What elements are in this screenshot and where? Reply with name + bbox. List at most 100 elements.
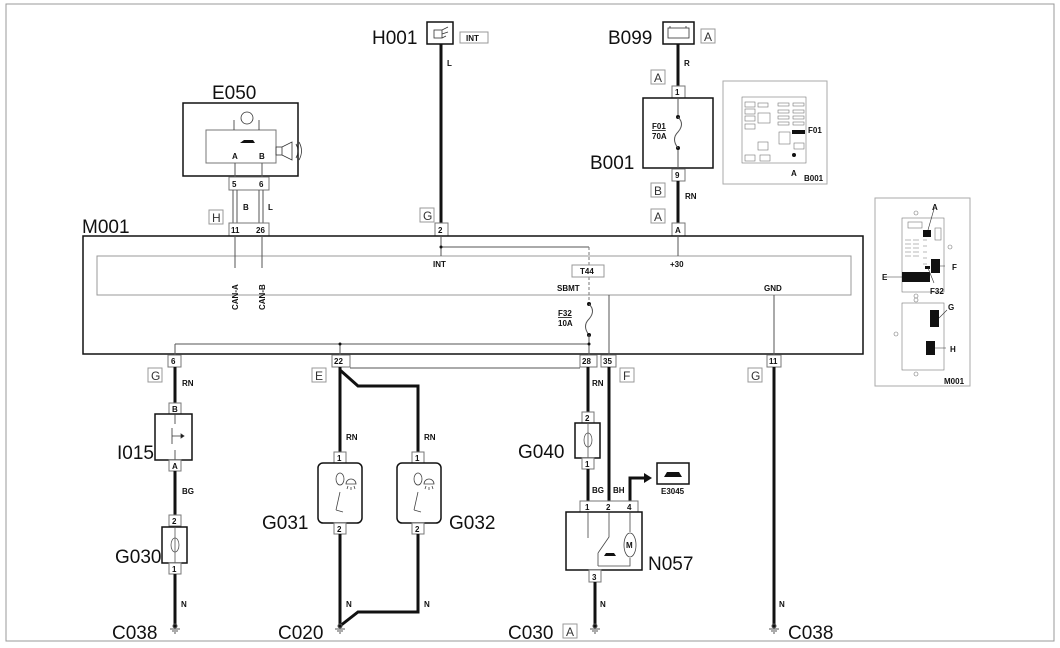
- m001-a-connector-label: A: [654, 210, 662, 224]
- e050-connector-5-6: [228, 176, 270, 191]
- m001-location-inset[interactable]: A F E F32 G H M001: [874, 197, 971, 387]
- i015-label: I015: [117, 443, 154, 464]
- alarm-sensor-icon: [233, 111, 260, 130]
- e3045-link-wire: [628, 476, 645, 501]
- conn-g-left-label: G: [151, 369, 160, 383]
- gnd-label: GND: [764, 284, 782, 293]
- e3045-label: E3045: [661, 487, 685, 496]
- junction-dot: [439, 245, 443, 249]
- m001-can-lines: [234, 236, 263, 268]
- body-computer-icon: [893, 210, 953, 377]
- car-icon: [604, 553, 616, 556]
- pin-22-number: 22: [334, 357, 343, 366]
- g032-pin-1-number: 1: [415, 454, 420, 463]
- g040-pin-2-number: 2: [585, 414, 590, 423]
- b099-label: B099: [608, 28, 652, 49]
- siren-icon: [275, 141, 302, 161]
- conn-g-right-label: G: [751, 369, 760, 383]
- battery-icon: [667, 26, 690, 39]
- wire-color: N: [779, 600, 785, 609]
- g031-label: G031: [262, 513, 308, 534]
- junction-dot: [587, 342, 591, 346]
- conn-e-tag: [311, 367, 327, 383]
- h001-int-tag: [459, 31, 489, 44]
- courtesy-lamp-icon: [413, 472, 435, 513]
- ground-icon: [170, 623, 180, 634]
- connector-g-marker: [930, 310, 939, 327]
- fuse-f32-icon: [585, 303, 593, 336]
- inset-m001-title: M001: [944, 377, 965, 386]
- b001-component[interactable]: A 1 F01 70A B001 9 B RN A A: [590, 69, 714, 237]
- inset-f-label: F: [952, 263, 957, 272]
- inset-h-label: H: [950, 345, 956, 354]
- h001-box: [426, 21, 454, 45]
- car-icon: [664, 472, 682, 477]
- connector-a-marker: [923, 230, 931, 237]
- wire-color: RN: [346, 433, 358, 442]
- fuse-f01-rating: 70A: [652, 132, 667, 141]
- can-bus-wires: [232, 190, 264, 223]
- h001-connector-label: G: [423, 209, 432, 223]
- b099-tag-label: A: [704, 30, 712, 44]
- e050-box: [182, 102, 299, 177]
- plus30-label: +30: [670, 260, 684, 269]
- wire: [338, 367, 420, 453]
- pin-35-number: 35: [603, 357, 612, 366]
- can-a-label: CAN-A: [231, 284, 240, 310]
- conn-g-right-tag: [747, 367, 763, 383]
- lamp-icon: [170, 527, 180, 563]
- e050-pin-5: 5: [232, 180, 237, 189]
- g031-g032-branch[interactable]: RN RN 1 1 G031 G032 2 2 N N C020: [262, 367, 495, 644]
- fuse-f32-name: F32: [558, 309, 572, 318]
- ground-icon: [590, 623, 600, 634]
- g040-n057-branch[interactable]: RN 2 G040 1 BG BH E3045 1 2 4 M N057 3 N…: [508, 367, 693, 644]
- t44-box: [571, 264, 605, 278]
- ground-c020-label: C020: [278, 623, 323, 644]
- e050-internal-wires: [234, 163, 263, 177]
- inset-b001-title: B001: [804, 174, 824, 183]
- g031-pin-1-number: 1: [337, 454, 342, 463]
- g030-label: G030: [115, 547, 161, 568]
- i015-box: [154, 413, 193, 461]
- h001-int-label: INT: [466, 34, 479, 43]
- fuse-f01-name: F01: [652, 122, 666, 131]
- conn-e-label: E: [315, 369, 323, 383]
- m001-component[interactable]: M001 CAN-A CAN-B INT T44 SBMT F32 10A +3…: [82, 217, 864, 355]
- h001-component[interactable]: H001 INT L G 2: [372, 21, 489, 237]
- i015-pin-a-label: A: [172, 462, 178, 471]
- inset-f32-label: F32: [930, 287, 944, 296]
- wire-color: RN: [424, 433, 436, 442]
- diagram-border: [5, 3, 1055, 642]
- fuse-f01-icon: [674, 116, 682, 149]
- connector-f-marker: [931, 259, 940, 273]
- wire-color-b: B: [243, 203, 249, 212]
- door-switch-icon: [171, 414, 185, 460]
- courtesy-lamp-icon: [335, 472, 357, 513]
- m001-pin-11: 11: [231, 226, 240, 235]
- m001-pin-26: 26: [256, 226, 265, 235]
- e050-component[interactable]: E050 A B 5 6 B L H 11 26: [182, 83, 302, 237]
- arrow-icon: [644, 473, 652, 483]
- wire-color: N: [346, 600, 352, 609]
- g040-box: [574, 422, 601, 459]
- b099-tag: [700, 28, 716, 44]
- m001-inner-box: [96, 255, 852, 296]
- wire-color-l: L: [268, 203, 273, 212]
- n057-label: N057: [648, 554, 693, 575]
- b001-location-inset[interactable]: F01 A B001: [722, 80, 828, 185]
- c030-tag-label: A: [566, 625, 574, 639]
- ground-c030-label: C030: [508, 623, 553, 644]
- i015-g030-branch[interactable]: RN B I015 A BG 2 G030 1 N C038: [112, 367, 194, 644]
- wire-color: RN: [182, 379, 194, 388]
- b099-component[interactable]: B099 A R: [608, 21, 716, 87]
- inset-frame: [722, 80, 828, 185]
- h001-label: H001: [372, 28, 417, 49]
- inset-a-label: A: [791, 169, 797, 178]
- inset-f01-label: F01: [808, 126, 822, 135]
- ground-c038-left-label: C038: [112, 623, 157, 644]
- n057-pin-2: 2: [606, 503, 611, 512]
- g040-pin-1-number: 1: [585, 460, 590, 469]
- gnd-branch[interactable]: N C038: [769, 367, 833, 644]
- t44-label: T44: [580, 267, 594, 276]
